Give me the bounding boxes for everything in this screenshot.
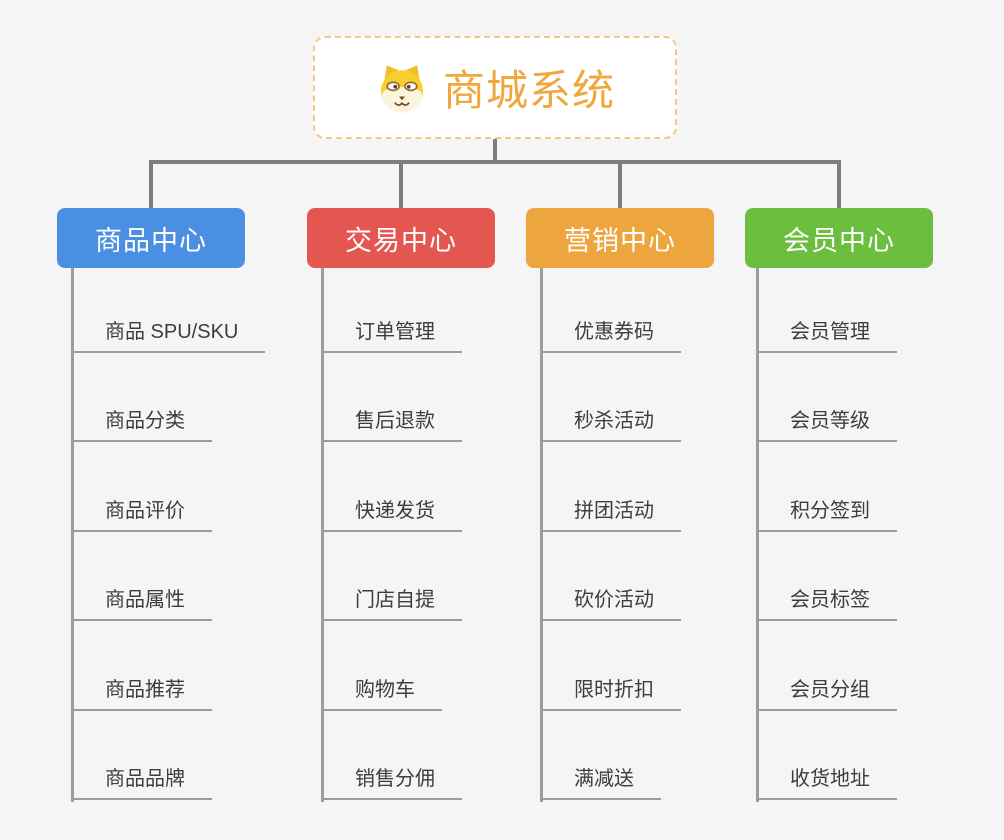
subtopic-node[interactable]: 商品推荐 (71, 677, 212, 711)
subtopic-node[interactable]: 销售分佣 (321, 766, 462, 800)
root-title: 商城系统 (442, 67, 615, 114)
root-node[interactable]: 商城系统 (313, 36, 677, 139)
subtopic-node[interactable]: 砍价活动 (540, 587, 681, 621)
branch-node-trade-center[interactable]: 交易中心 (307, 208, 495, 268)
subtopic-node[interactable]: 满减送 (540, 766, 661, 800)
branch-node-goods-center[interactable]: 商品中心 (57, 208, 245, 268)
subtopic-node[interactable]: 购物车 (321, 677, 442, 711)
spine-goods-column (71, 268, 74, 802)
subtopic-node[interactable]: 订单管理 (321, 319, 462, 353)
subtopic-node[interactable]: 会员标签 (756, 587, 897, 621)
subtopic-node[interactable]: 收货地址 (756, 766, 897, 800)
spine-member-column (756, 268, 759, 802)
connector-root-stub (493, 138, 497, 164)
subtopic-node[interactable]: 商品品牌 (71, 766, 212, 800)
branch-node-marketing-center[interactable]: 营销中心 (526, 208, 714, 268)
subtopic-node[interactable]: 商品评价 (71, 498, 212, 532)
dog-face-icon (375, 61, 429, 115)
subtopic-node[interactable]: 售后退款 (321, 408, 462, 442)
subtopic-node[interactable]: 快递发货 (321, 498, 462, 532)
connector-bus-line (149, 160, 841, 164)
subtopic-node[interactable]: 会员分组 (756, 677, 897, 711)
subtopic-node[interactable]: 门店自提 (321, 587, 462, 621)
subtopic-node[interactable]: 拼团活动 (540, 498, 681, 532)
subtopic-node[interactable]: 积分签到 (756, 498, 897, 532)
subtopic-node[interactable]: 会员等级 (756, 408, 897, 442)
connector-drop-marketing (618, 164, 622, 208)
subtopic-node[interactable]: 限时折扣 (540, 677, 681, 711)
connector-drop-member (837, 164, 841, 208)
subtopic-node[interactable]: 商品分类 (71, 408, 212, 442)
connector-drop-trade (399, 164, 403, 208)
spine-marketing-column (540, 268, 543, 802)
subtopic-node[interactable]: 商品 SPU/SKU (71, 319, 266, 353)
branch-node-member-center[interactable]: 会员中心 (745, 208, 933, 268)
subtopic-node[interactable]: 优惠券码 (540, 319, 681, 353)
connector-drop-goods (149, 164, 153, 208)
spine-trade-column (321, 268, 324, 802)
subtopic-node[interactable]: 秒杀活动 (540, 408, 681, 442)
subtopic-node[interactable]: 商品属性 (71, 587, 212, 621)
subtopic-node[interactable]: 会员管理 (756, 319, 897, 353)
